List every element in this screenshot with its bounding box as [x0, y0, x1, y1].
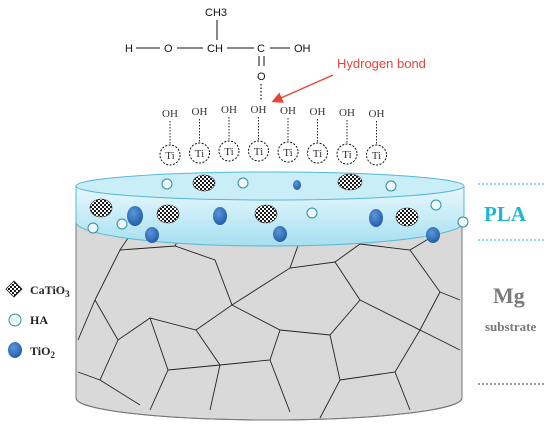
ti-label: Ti	[224, 146, 233, 158]
ti-label: Ti	[372, 150, 381, 162]
legend-ha-label: HA	[30, 313, 48, 327]
embedded-particles	[87, 173, 469, 243]
ti-oh-group: OH Ti	[366, 108, 387, 166]
ti-oh-group: OH Ti	[248, 104, 269, 162]
ha-particle	[237, 177, 249, 189]
oh-label: OH	[251, 104, 267, 116]
group-oh: OH	[294, 43, 311, 55]
ti-atom-circle	[159, 144, 181, 166]
ti-oh-group: OH Ti	[277, 105, 299, 163]
legend-catio3-label: CaTiO3	[30, 283, 70, 299]
tio2-particle	[145, 227, 159, 243]
catio3-particle	[156, 204, 180, 224]
oh-label: OH	[369, 108, 385, 120]
tio2-particle	[426, 227, 440, 243]
substrate-label: substrate	[485, 319, 537, 334]
pla-top	[75, 171, 465, 201]
hydrogen-bond-arrow	[271, 74, 334, 103]
atom-o: O	[164, 43, 173, 55]
ti-atom-circle	[336, 143, 358, 165]
ti-label: Ti	[313, 148, 322, 160]
ti-atom-circle	[189, 142, 210, 164]
ti-oh-group: OH Ti	[218, 104, 240, 162]
legend-item-catio3: CaTiO3	[5, 280, 70, 299]
ha-marker-icon	[8, 313, 22, 327]
catio3-particle	[89, 198, 113, 218]
oh-label: OH	[192, 106, 208, 118]
oh-label: OH	[310, 106, 326, 118]
ha-particle	[87, 222, 99, 234]
pla-label: PLA	[484, 202, 527, 226]
tio2-particle	[127, 206, 143, 226]
ti-oh-group: OH Ti	[336, 107, 358, 165]
tio2-marker-icon	[8, 342, 22, 358]
atom-o-double: O	[257, 71, 266, 83]
ha-particle	[457, 216, 469, 228]
group-ch: CH	[207, 43, 223, 55]
group-ch3: CH3	[205, 7, 227, 19]
oh-label: OH	[221, 104, 237, 116]
ti-label: Ti	[283, 147, 292, 159]
ha-particle	[385, 180, 397, 192]
ti-label: Ti	[195, 148, 204, 160]
ti-atom-circle	[248, 140, 269, 162]
oh-label: OH	[162, 108, 178, 120]
tio2-particle	[213, 207, 227, 225]
mg-label: Mg	[493, 283, 525, 308]
mg-substrate	[75, 217, 463, 421]
catio3-particle	[192, 174, 216, 192]
ha-particle	[306, 207, 318, 219]
catio3-marker-icon	[5, 280, 23, 298]
legend-tio2-label: TiO2	[30, 344, 55, 360]
atom-h: H	[125, 43, 133, 55]
substrate-body	[75, 217, 463, 421]
legend-item-ha: HA	[8, 313, 48, 327]
ti-label: Ti	[165, 150, 174, 162]
catio3-particle	[254, 204, 278, 224]
legend: CaTiO3 HA TiO2	[5, 280, 70, 360]
oh-label: OH	[339, 107, 355, 119]
ti-oh-group: OH Ti	[159, 108, 181, 166]
ti-atom-circle	[218, 140, 240, 162]
ti-atom-circle	[277, 141, 299, 163]
ha-particle	[116, 218, 128, 230]
surface-ti-oh-groups: OH Ti OH Ti OH Ti OH Ti OH Ti OH Ti OH Ti OH Ti	[159, 104, 387, 166]
ti-atom-circle	[366, 144, 387, 166]
ha-particle	[430, 199, 442, 211]
atom-c: C	[257, 43, 265, 55]
tio2-particle	[369, 209, 383, 227]
pla-layer	[75, 171, 465, 247]
ti-oh-group: OH Ti	[307, 106, 328, 164]
ha-particle	[161, 178, 173, 190]
tio2-particle	[273, 226, 287, 242]
legend-item-tio2: TiO2	[8, 342, 55, 360]
catio3-particle	[395, 207, 419, 227]
substrate-bottom-edge	[75, 397, 463, 421]
ti-oh-group: OH Ti	[189, 106, 210, 164]
oh-label: OH	[280, 105, 296, 117]
ti-label: Ti	[342, 149, 351, 161]
ti-label: Ti	[254, 146, 263, 158]
tio2-particle	[293, 180, 301, 190]
lactic-acid-molecule: H O CH C OH CH3 O	[125, 7, 311, 100]
catio3-particle	[337, 173, 363, 191]
ti-atom-circle	[307, 142, 328, 164]
hydrogen-bond-label: Hydrogen bond	[337, 56, 426, 71]
